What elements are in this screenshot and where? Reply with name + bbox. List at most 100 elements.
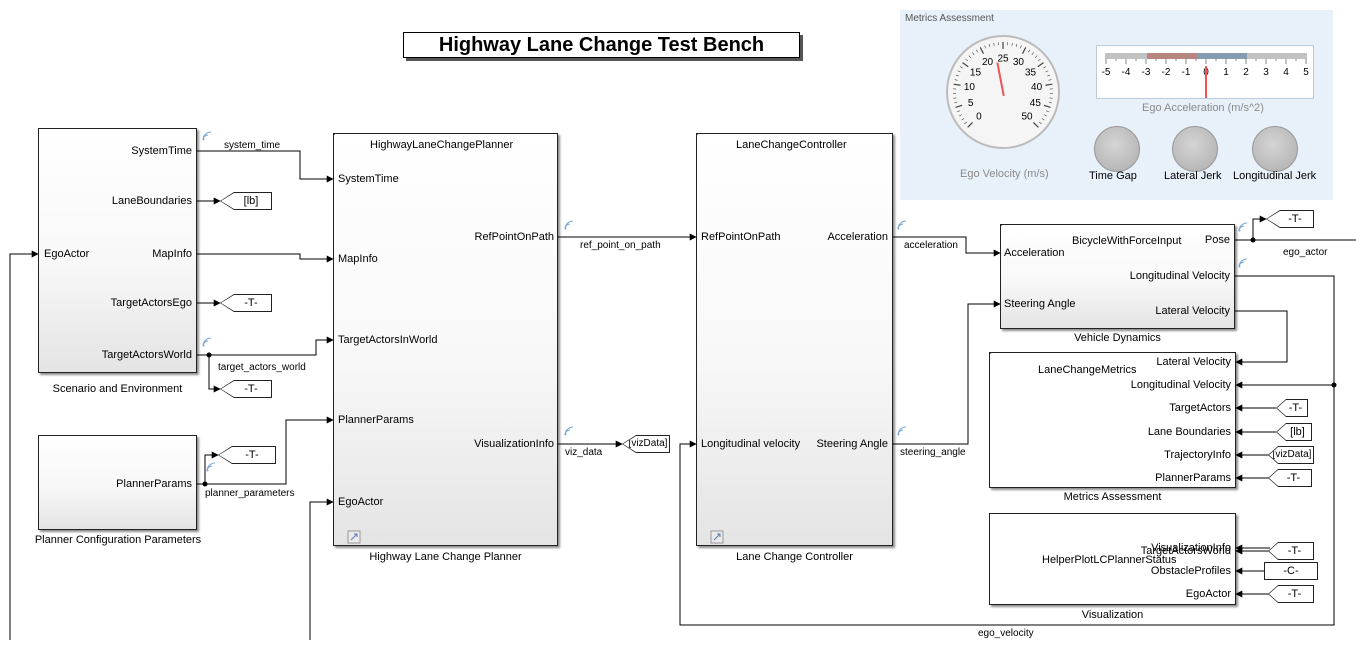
signal-log-icon — [564, 220, 574, 230]
signal-steering-angle: steering_angle — [900, 447, 966, 458]
gauge-tick — [1039, 121, 1042, 125]
port-in-egoactor: EgoActor — [44, 248, 90, 260]
planner-config-block[interactable] — [38, 435, 197, 530]
viz-in-targetactorsworld: TargetActorsWorld — [1140, 545, 1231, 557]
vehicle-dynamics-block[interactable] — [1000, 224, 1235, 329]
goto-tag-ego-actor[interactable]: -T- — [1266, 210, 1314, 228]
from-tag-vizdata-metrics[interactable]: [vizData] — [1268, 446, 1314, 464]
from-tag-ego-actor[interactable]: -T- — [1268, 585, 1314, 603]
gauge-tick — [988, 43, 991, 47]
vehicle-out-longitudinal-velocity: Longitudinal Velocity — [1129, 270, 1230, 282]
time-gap-lamp[interactable] — [1094, 126, 1140, 172]
model-reference-icon — [347, 530, 361, 544]
signal-log-icon — [202, 131, 212, 141]
signal-planner-parameters: planner_parameters — [205, 488, 295, 499]
controller-out-steering-angle: Steering Angle — [816, 438, 888, 450]
planner-in-mapinfo: MapInfo — [338, 253, 378, 265]
signal-log-icon — [897, 220, 907, 230]
gauge-tick — [1027, 49, 1031, 53]
port-out-targetactorsworld: TargetActorsWorld — [101, 349, 192, 361]
gauge-tick — [955, 104, 963, 109]
port-out-targetactorsego: TargetActorsEgo — [110, 297, 192, 309]
from-tag-t-text: -T- — [1269, 543, 1313, 559]
vehicle-out-lateral-velocity: Lateral Velocity — [1155, 305, 1230, 317]
lane-change-controller-block[interactable] — [696, 133, 893, 546]
planner-out-refpointonpath: RefPointOnPath — [474, 231, 555, 243]
from-tag-target-actors-world[interactable]: -T- — [1268, 542, 1314, 560]
gauge-tick — [959, 114, 962, 117]
goto-tag-vizdata-text: [vizData] — [623, 436, 669, 452]
gauge-tick — [1038, 58, 1041, 62]
longitudinal-jerk-lamp[interactable] — [1252, 126, 1298, 172]
gauge-tick-label: 25 — [997, 54, 1009, 65]
gauge-tick-label: 15 — [970, 68, 982, 79]
from-tag-t-text: -T- — [1277, 400, 1307, 416]
from-tag-target-actors[interactable]: -T- — [1276, 399, 1308, 417]
controller-in-longitudinal-velocity: Longitudinal velocity — [701, 438, 801, 450]
metrics-in-longitudinal-velocity: Longitudinal Velocity — [1130, 379, 1231, 391]
gauge-tick — [961, 118, 965, 121]
velocity-gauge-label: Ego Velocity (m/s) — [960, 168, 1049, 180]
metrics-caption: Metrics Assessment — [1063, 491, 1162, 503]
gauge-tick — [1015, 43, 1018, 47]
accel-tick-label: -4 — [1122, 67, 1131, 78]
accel-tick-label: -3 — [1142, 67, 1151, 78]
goto-tag-lb-text: [lb] — [221, 193, 271, 209]
gauge-tick — [962, 62, 969, 68]
gauge-tick — [954, 101, 958, 104]
signal-log-icon — [206, 462, 216, 472]
goto-tag-t-text: -T- — [1267, 211, 1313, 227]
goto-tag-planner-params[interactable]: -T- — [218, 446, 276, 464]
highway-lane-change-planner-block[interactable] — [333, 133, 558, 546]
gauge-tick — [993, 42, 995, 46]
port-out-laneboundaries: LaneBoundaries — [111, 195, 192, 207]
signal-log-icon — [1238, 258, 1248, 268]
goto-tag-vizdata[interactable]: [vizData] — [622, 435, 670, 453]
planner-in-egoactor: EgoActor — [338, 496, 384, 508]
accel-tick-label: 4 — [1283, 67, 1289, 78]
goto-tag-t-text: -T- — [221, 295, 271, 311]
planner-in-plannerparams: PlannerParams — [338, 414, 414, 426]
accel-tick-label: 2 — [1243, 67, 1249, 78]
longitudinal-jerk-label: Longitudinal Jerk — [1233, 170, 1317, 182]
port-out-plannerparams: PlannerParams — [116, 478, 192, 490]
goto-tag-lb[interactable]: [lb] — [220, 192, 272, 210]
gauge-tick-label: 20 — [982, 57, 994, 68]
goto-tag-t-text: -T- — [221, 381, 271, 397]
gauge-tick — [1043, 66, 1047, 69]
controller-out-acceleration: Acceleration — [827, 231, 888, 243]
vehicle-in-acceleration: Acceleration — [1004, 247, 1065, 259]
goto-tag-target-actors-ego[interactable]: -T- — [220, 294, 272, 312]
accel-tick-label: -5 — [1102, 67, 1111, 78]
accel-tick-label: -1 — [1182, 67, 1191, 78]
gauge-tick — [1045, 70, 1049, 73]
ego-acceleration-scale[interactable]: -5-4-3-2-1012345 — [1096, 45, 1314, 99]
gauge-needle — [996, 62, 1005, 97]
vehicle-in-steering-angle: Steering Angle — [1004, 298, 1076, 310]
vehicle-title: BicycleWithForceInput — [1072, 235, 1182, 247]
signal-system-time: system_time — [224, 140, 281, 151]
goto-tag-target-actors-world[interactable]: -T- — [220, 380, 272, 398]
lateral-jerk-label: Lateral Jerk — [1164, 170, 1222, 182]
gauge-tick — [1011, 42, 1013, 46]
signal-ego-velocity: ego_velocity — [978, 628, 1034, 639]
gauge-tick — [956, 110, 960, 113]
acceleration-scale-svg: -5-4-3-2-1012345 — [1102, 53, 1309, 98]
constant-c-text: -C- — [1283, 565, 1299, 577]
from-tag-t-text: -T- — [1269, 586, 1313, 602]
from-tag-planner-params[interactable]: -T- — [1268, 469, 1312, 487]
gauge-tick — [1047, 74, 1051, 77]
constant-obstacle-profiles[interactable]: -C- — [1264, 562, 1318, 580]
metrics-in-lane-boundaries: Lane Boundaries — [1147, 426, 1231, 438]
metrics-assessment-block[interactable] — [989, 352, 1236, 488]
signal-ego-actor: ego_actor — [1283, 247, 1328, 258]
lateral-jerk-lamp[interactable] — [1172, 126, 1218, 172]
signal-log-icon — [564, 426, 574, 436]
signal-viz-data: viz_data — [565, 447, 603, 458]
model-reference-icon — [710, 530, 724, 544]
from-tag-lb[interactable]: [lb] — [1276, 423, 1312, 441]
visualization-block[interactable] — [989, 513, 1236, 605]
gauge-tick — [1020, 45, 1022, 49]
